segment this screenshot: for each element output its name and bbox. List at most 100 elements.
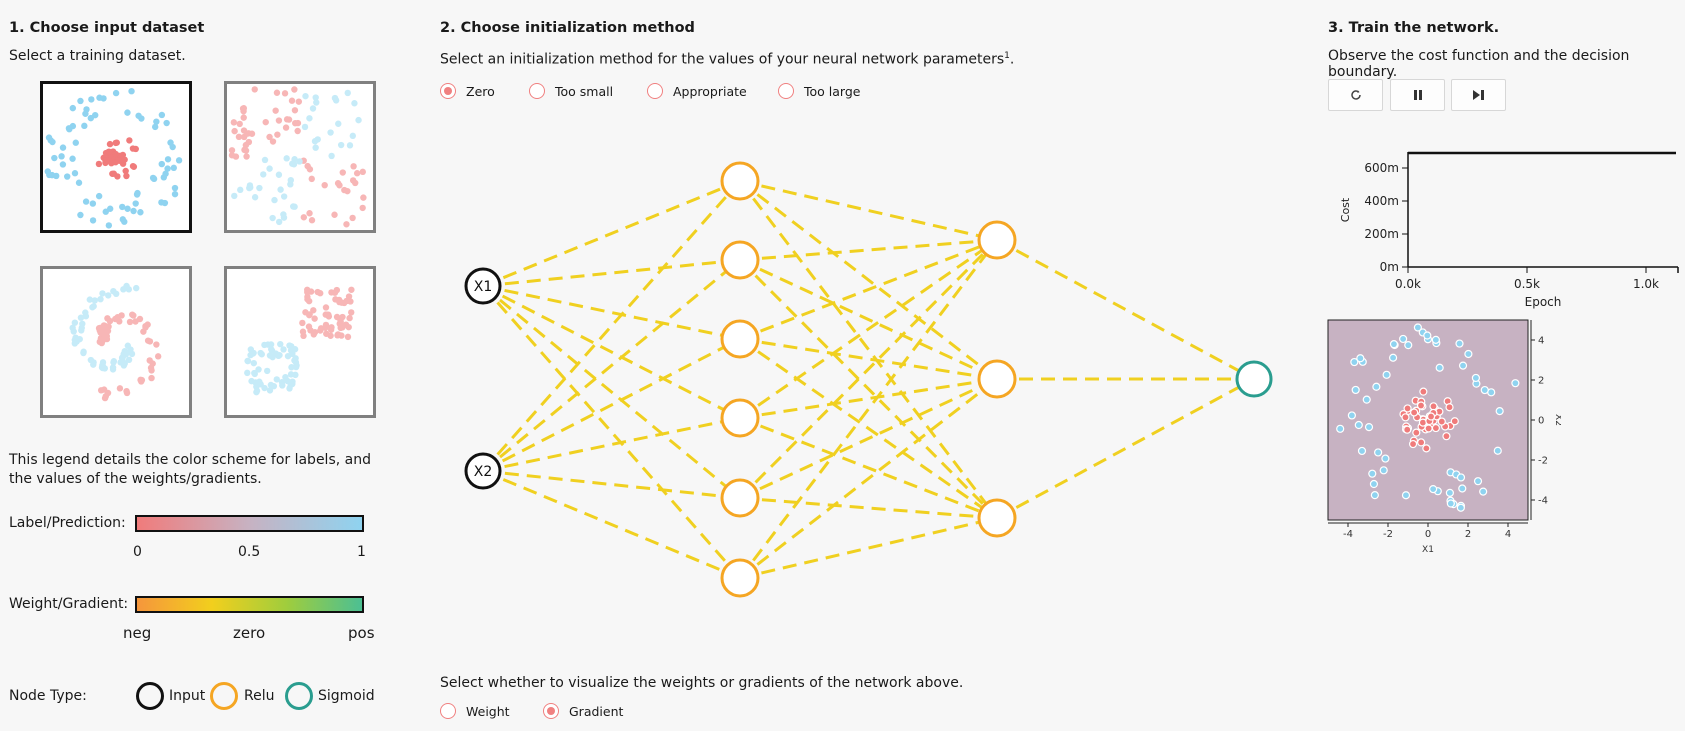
data-point	[75, 179, 83, 186]
data-point	[291, 203, 298, 210]
network-edge	[481, 180, 742, 472]
data-point	[322, 304, 330, 311]
visualize-gradient-radio[interactable]: Gradient	[543, 703, 623, 719]
data-point	[133, 284, 140, 292]
data-point	[323, 311, 331, 318]
relu-node	[977, 220, 1017, 260]
data-point	[1370, 491, 1379, 500]
dataset-gauss-thumbnail[interactable]	[224, 266, 376, 418]
data-point	[359, 204, 366, 212]
data-point	[344, 89, 351, 97]
data-point	[246, 182, 254, 189]
data-point	[105, 222, 113, 229]
node-type-title: Node Type:	[9, 688, 87, 704]
data-point	[312, 94, 319, 101]
dataset-spiral-thumbnail[interactable]	[40, 266, 192, 418]
init-too-small-radio[interactable]: Too small	[529, 83, 613, 99]
data-point	[346, 314, 353, 322]
data-point	[306, 311, 313, 319]
data-point	[122, 167, 129, 175]
dataset-circle-thumbnail[interactable]	[40, 81, 192, 233]
data-point	[1456, 503, 1465, 512]
data-point	[236, 120, 243, 128]
data-point	[230, 119, 238, 126]
data-point	[1354, 420, 1363, 430]
boundary-xtick-label: -2	[1383, 529, 1393, 540]
data-point	[302, 92, 309, 100]
data-point	[76, 335, 83, 343]
data-point	[240, 114, 247, 121]
data-point	[237, 186, 244, 194]
data-point	[345, 323, 352, 331]
relu-node	[720, 398, 760, 438]
data-point	[69, 104, 77, 112]
data-point	[295, 98, 303, 105]
data-point	[95, 160, 103, 168]
data-point	[1362, 395, 1371, 404]
data-point	[313, 99, 320, 106]
data-point	[1382, 370, 1391, 379]
node-type-sigmoid-label: Sigmoid	[318, 688, 375, 704]
data-point	[1357, 446, 1367, 456]
data-point	[359, 168, 366, 176]
footnote-marker[interactable]: 1	[1004, 51, 1010, 61]
data-point	[150, 175, 158, 183]
cost-xtick-label: 0.0k	[1395, 277, 1421, 291]
pause-button[interactable]	[1390, 79, 1445, 111]
relu-node	[720, 478, 760, 518]
data-point	[92, 111, 99, 119]
network-edge	[482, 469, 741, 500]
label-color-bar	[135, 515, 364, 532]
data-point	[100, 95, 107, 102]
data-point	[262, 118, 269, 126]
data-point	[291, 107, 299, 114]
data-point	[314, 288, 321, 296]
data-point	[321, 181, 328, 189]
data-point	[1417, 438, 1426, 447]
data-point	[77, 97, 84, 105]
reset-button[interactable]	[1328, 79, 1383, 111]
data-point	[102, 330, 109, 337]
data-point	[1473, 477, 1483, 486]
data-point	[130, 163, 138, 170]
data-point	[1422, 444, 1431, 453]
data-point	[360, 194, 367, 201]
data-point	[1350, 357, 1359, 367]
data-point	[260, 171, 267, 178]
data-point	[308, 175, 315, 183]
label-tick-05: 0.5	[238, 544, 261, 560]
data-point	[332, 97, 340, 104]
data-point	[124, 205, 131, 212]
network-edge	[482, 179, 741, 288]
data-point	[81, 122, 88, 130]
network-edge	[482, 258, 741, 288]
data-point	[44, 168, 51, 175]
data-point	[99, 290, 106, 297]
data-point	[106, 317, 114, 325]
data-point	[53, 172, 60, 180]
data-point	[348, 309, 355, 316]
cost-xtick-label: 1.0k	[1633, 277, 1659, 291]
init-too-large-radio[interactable]: Too large	[778, 83, 860, 99]
data-point	[88, 96, 95, 103]
data-point	[1336, 424, 1345, 433]
data-point	[89, 304, 96, 311]
network-edge	[482, 337, 741, 473]
data-point	[130, 312, 137, 319]
data-point	[1456, 473, 1466, 482]
label-legend-title: Label/Prediction:	[9, 515, 126, 531]
data-point	[110, 358, 118, 365]
data-point	[228, 147, 236, 154]
input-node-swatch	[136, 682, 164, 710]
data-point	[251, 194, 259, 201]
data-point	[122, 351, 130, 358]
dataset-xor-thumbnail[interactable]	[224, 81, 376, 233]
data-point	[86, 296, 94, 303]
init-zero-radio[interactable]: Zero	[440, 83, 495, 99]
data-point	[1356, 354, 1365, 363]
data-point	[251, 370, 258, 378]
visualize-weight-radio[interactable]: Weight	[440, 703, 510, 719]
step-button[interactable]	[1451, 79, 1506, 111]
data-point	[1446, 499, 1455, 508]
init-appropriate-radio[interactable]: Appropriate	[647, 83, 747, 99]
